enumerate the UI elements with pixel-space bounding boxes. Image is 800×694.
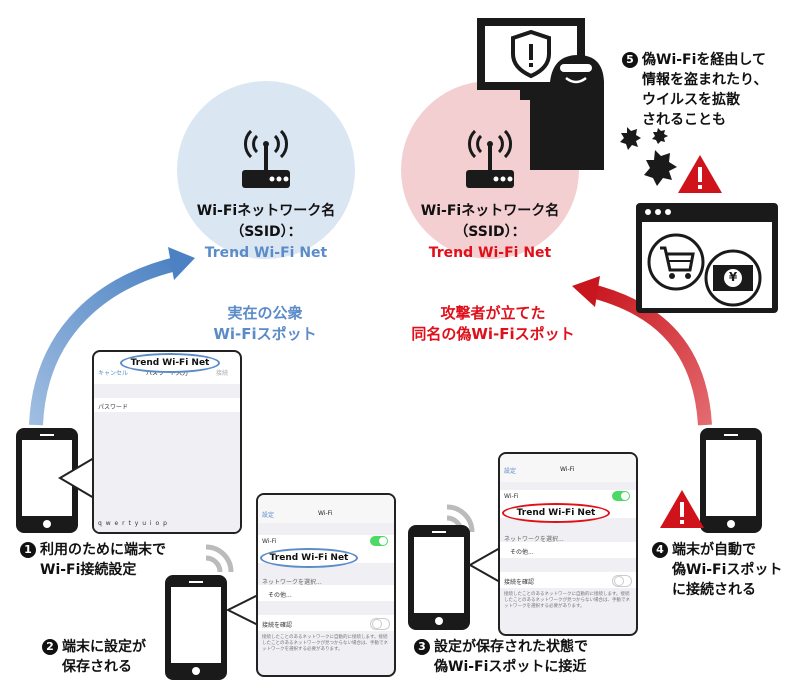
step-number: 2 xyxy=(42,639,58,655)
screen-title: Wi-Fi xyxy=(560,466,575,473)
join-button[interactable]: 接続 xyxy=(216,370,229,377)
wifi-settings-screen: 設定 Wi-Fi Wi-Fi Trend Wi-Fi Net ネットワークを選択… xyxy=(256,493,396,677)
blue-arrow-head xyxy=(168,247,195,280)
wifi-waves-icon xyxy=(205,504,475,573)
fake-hotspot-label: 攻撃者が立てた 同名の偽Wi-Fiスポット xyxy=(408,303,578,345)
ssid-highlight[interactable]: Trend Wi-Fi Net xyxy=(260,548,358,568)
smartphone-icon xyxy=(408,525,470,630)
smartphone-icon xyxy=(700,428,762,533)
step-number: 3 xyxy=(414,639,430,655)
nav-bar xyxy=(500,454,636,482)
step-number: 4 xyxy=(652,542,668,558)
screen-title: Wi-Fi xyxy=(318,510,333,517)
fake-circle-text: Wi-Fiネットワーク名 （SSID）： Trend Wi-Fi Net xyxy=(410,201,570,264)
separator xyxy=(94,384,240,398)
other-row xyxy=(258,585,394,601)
legit-hotspot-label: 実在の公衆 Wi-Fiスポット xyxy=(205,303,325,345)
caption-line: 端末に設定が xyxy=(62,639,146,655)
hacker-icon xyxy=(477,18,604,170)
blue-arrow xyxy=(29,256,182,426)
caption-line: Wi-Fi接続設定 xyxy=(40,562,137,578)
yen-symbol: ¥ xyxy=(728,270,738,284)
caption-line: されることも xyxy=(642,112,726,128)
step-number: 1 xyxy=(20,542,36,558)
screen-title: パスワード入力 xyxy=(146,370,189,377)
section-header: ネットワークを選択... xyxy=(504,536,564,543)
wifi-label: Wi-Fi xyxy=(262,538,277,545)
ssid-value: Trend Wi-Fi Net xyxy=(204,245,328,261)
router-icon xyxy=(466,129,514,188)
caption-line: 偽Wi-Fiスポット xyxy=(672,562,783,578)
ask-to-join-toggle[interactable] xyxy=(612,575,632,587)
ssid-label: （SSID）： xyxy=(230,224,302,240)
red-arrow xyxy=(586,283,712,426)
ask-to-join-label: 接続を確認 xyxy=(504,579,535,586)
bubble-tail xyxy=(225,593,259,627)
keyboard[interactable]: q w e r t y u i o p xyxy=(98,520,168,527)
warning-icon xyxy=(678,155,722,193)
caption-line: 設定が保存された状態で xyxy=(434,639,588,655)
ask-row xyxy=(258,615,394,631)
bubble-tail xyxy=(467,546,501,584)
ask-to-join-note: 接続したことのあるネットワークに自動的に接続します。接続したことのあるネットワー… xyxy=(262,635,388,652)
ssid-highlight[interactable]: Trend Wi-Fi Net xyxy=(502,503,610,523)
other-network-item[interactable]: その他... xyxy=(510,549,534,556)
caption-line: 偽Wi-Fiスポットに接近 xyxy=(434,659,587,675)
ssid-highlight: Trend Wi-Fi Net xyxy=(120,353,220,373)
ssid-value: Trend Wi-Fi Net xyxy=(428,245,552,261)
caption-line: 端末が自動で xyxy=(672,542,756,558)
ask-row xyxy=(500,572,636,588)
step-number: 5 xyxy=(622,52,638,68)
screen-background xyxy=(94,412,240,532)
back-button[interactable]: 設定 xyxy=(262,512,275,519)
section-header: ネットワークを選択... xyxy=(262,579,322,586)
wifi-settings-screen: 設定 Wi-Fi Wi-Fi Trend Wi-Fi Net ネットワークを選択… xyxy=(498,452,638,636)
caption-line: に接続される xyxy=(672,582,756,598)
caption-line: 利用のために端末で xyxy=(40,542,166,558)
warning-icon xyxy=(660,490,704,528)
ask-to-join-note: 接続したことのあるネットワークに自動的に接続します。接続したことのあるネットワー… xyxy=(504,592,630,609)
legit-circle-text: Wi-Fiネットワーク名 （SSID）： Trend Wi-Fi Net xyxy=(186,201,346,264)
fake-label-line2: 同名の偽Wi-Fiスポット xyxy=(411,325,575,343)
caption-line: 偽Wi-Fiを経由して xyxy=(642,52,766,68)
other-row xyxy=(500,542,636,558)
caption-line: 情報を盗まれたり、 xyxy=(642,72,768,88)
cancel-button[interactable]: キャンセル xyxy=(98,370,129,377)
red-arrow-head xyxy=(572,276,600,307)
wifi-toggle[interactable] xyxy=(370,536,388,546)
password-field[interactable]: パスワード xyxy=(98,404,129,411)
wifi-label: Wi-Fi xyxy=(504,493,519,500)
network-name-label: Wi-Fiネットワーク名 xyxy=(196,203,336,219)
other-network-item[interactable]: その他... xyxy=(268,592,292,599)
caption-line: 保存される xyxy=(62,659,132,675)
network-name-label: Wi-Fiネットワーク名 xyxy=(420,203,560,219)
smartphone-icon xyxy=(165,575,227,680)
legit-label-line2: Wi-Fiスポット xyxy=(213,325,317,343)
shopping-cart-icon xyxy=(647,233,705,291)
nav-bar xyxy=(258,495,394,523)
virus-icon xyxy=(620,127,677,186)
router-icon xyxy=(242,129,290,188)
caption-line: ウイルスを拡散 xyxy=(642,92,740,108)
ask-to-join-label: 接続を確認 xyxy=(262,622,293,629)
ssid-label: （SSID）： xyxy=(454,224,526,240)
legit-label-line1: 実在の公衆 xyxy=(227,304,303,322)
password-entry-screen: キャンセル パスワード入力 接続 Trend Wi-Fi Net パスワード q… xyxy=(92,350,242,534)
wifi-toggle[interactable] xyxy=(612,491,630,501)
ask-to-join-toggle[interactable] xyxy=(370,618,390,630)
yen-bill-icon xyxy=(704,249,762,307)
back-button[interactable]: 設定 xyxy=(504,468,517,475)
fake-label-line1: 攻撃者が立てた xyxy=(440,304,546,322)
